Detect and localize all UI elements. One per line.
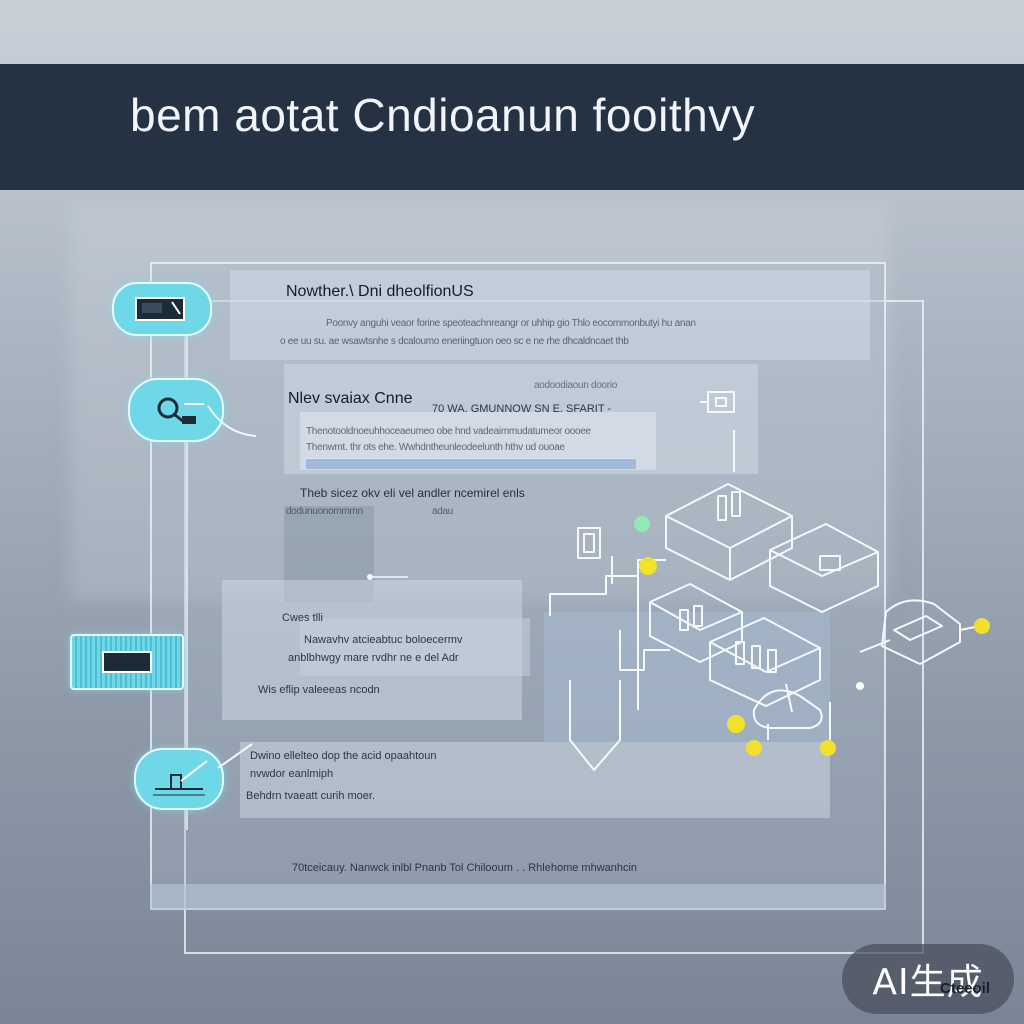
list-item-2-line-2[interactable]: anblbhwgy mare rvdhr ne e del Adr (288, 652, 459, 664)
card-1-meta: 70 WA. GMUNNOW SN E. SFARIT - (432, 403, 612, 415)
card-1-heading: Nlev svaiax Cnne (288, 390, 413, 407)
outer-frame (184, 300, 924, 954)
tool-icon (153, 760, 208, 796)
list-highlight (300, 618, 530, 676)
tool-bubble[interactable] (134, 748, 224, 810)
thumbnail-block (284, 506, 374, 602)
card-1-line-2: Thenwmt. thr ots ehe. Wwhdntheunleodeelu… (306, 442, 565, 453)
magnifier-bubble[interactable] (128, 378, 224, 442)
yellow-node-dot (639, 557, 657, 575)
pointer-line (367, 574, 408, 580)
card-2-line-1: Dwino ellelteo dop the acid opaahtoun (250, 750, 437, 762)
footer-text: 70tceicauy. Nanwck inlbl Pnanb Tol Chilo… (292, 862, 638, 874)
main-heading: Nowther.\ Dni dheolfionUS (286, 283, 474, 300)
tool-connector (217, 743, 253, 769)
banner-title: bem aotat Cndioanun fooithvy (130, 89, 756, 141)
card-1-line-1: Thenotooldnoeuhhoceaeumeo obe hnd vadeai… (306, 426, 591, 437)
card-2-line-2: nvwdor eanlmiph (250, 768, 334, 780)
section-2-code-2: adau (432, 506, 454, 517)
ticker-text: aodoodiaoun doorio (534, 380, 618, 391)
network-diagram (549, 391, 990, 771)
list-item-1[interactable]: Cwes tlli (282, 612, 323, 624)
ai-generated-badge: AI生成 (842, 944, 1014, 1014)
section-2-code-1: dodunuonommmn (286, 506, 363, 517)
list-item-3[interactable]: Wis eflip valeeeas ncodn (258, 684, 380, 696)
magnifier-connector (207, 405, 257, 437)
diagram-backdrop (544, 612, 830, 746)
top-node (707, 391, 735, 413)
description-panel (230, 270, 870, 360)
green-node-dot (634, 516, 650, 532)
central-block (665, 483, 793, 581)
description-line-2: o ee uu su. ae wsawtsnhe s dcaloumo ener… (280, 336, 629, 347)
description-line-1: Poonvy anguhi veaor forine speoteachnrea… (326, 318, 696, 329)
screen-icon (135, 297, 185, 321)
header-banner (0, 64, 1024, 190)
magnifier-icon (157, 397, 204, 424)
monitor-icon (102, 651, 152, 673)
card-2-line-3: Behdrn tvaeatt curih moer. (246, 790, 376, 802)
selection-bar[interactable] (306, 458, 636, 469)
ai-badge-text: AI生成 (872, 962, 984, 1003)
monitor-bubble[interactable] (70, 634, 184, 690)
screen-bubble[interactable] (112, 282, 212, 336)
card-2[interactable] (240, 742, 830, 818)
corner-watermark-text: Cteeoil (940, 980, 991, 997)
footer-strip (150, 884, 886, 910)
list-item-2-line-1[interactable]: Nawavhv atcieabtuc boloecermv (304, 634, 463, 646)
section-2-heading: Theb sicez okv eli vel andler ncemirel e… (300, 486, 525, 500)
connector-line (186, 310, 188, 830)
